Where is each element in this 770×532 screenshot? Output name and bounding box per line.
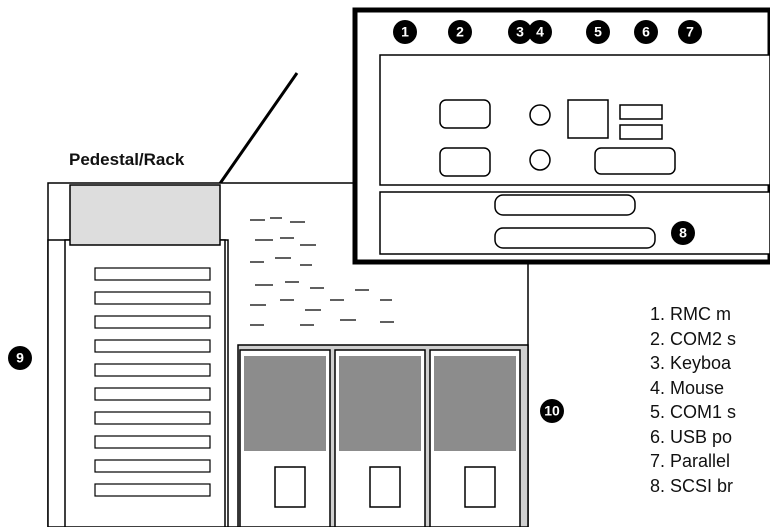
callout-2 bbox=[448, 20, 472, 44]
callout-1 bbox=[393, 20, 417, 44]
callout-9 bbox=[8, 346, 32, 370]
callout-4 bbox=[528, 20, 552, 44]
zoom-panel bbox=[352, 7, 770, 265]
vent-area bbox=[250, 217, 394, 326]
callout-label-3: 3 bbox=[516, 24, 524, 40]
callout-5 bbox=[586, 20, 610, 44]
callouts bbox=[8, 20, 702, 423]
legend-item: 7. Parallel bbox=[650, 451, 731, 471]
callout-label-1: 1 bbox=[401, 24, 409, 40]
power-supplies bbox=[239, 349, 521, 528]
legend-item: 4. Mouse bbox=[650, 377, 725, 398]
port-legend: 1. RMC m 2. COM2 s 3. Keyboa 4. Mouse 5.… bbox=[650, 302, 736, 498]
callout-7 bbox=[678, 20, 702, 44]
callout-10 bbox=[540, 399, 564, 423]
callout-label-9: 9 bbox=[16, 350, 24, 366]
legend-item: 1. RMC m bbox=[650, 304, 731, 324]
legend-item: 2. COM2 s bbox=[650, 328, 737, 349]
legend-item: 3. Keyboa bbox=[650, 353, 732, 373]
callout-label-7: 7 bbox=[686, 24, 694, 40]
legend-item: 8. SCSI br bbox=[650, 475, 734, 496]
callout-label-5: 5 bbox=[594, 24, 602, 40]
pci-slots bbox=[94, 267, 211, 497]
callout-label-4: 4 bbox=[536, 24, 544, 40]
callout-8 bbox=[671, 221, 695, 245]
diagram-title: Pedestal/Rack bbox=[69, 150, 185, 169]
legend-item: 6. USB po bbox=[650, 426, 733, 447]
callout-6 bbox=[634, 20, 658, 44]
callout-label-8: 8 bbox=[679, 225, 687, 241]
legend-item: 5. COM1 s bbox=[650, 402, 737, 422]
callout-label-10: 10 bbox=[544, 403, 560, 419]
callout-3 bbox=[508, 20, 532, 44]
callout-label-6: 6 bbox=[642, 24, 650, 40]
callout-label-2: 2 bbox=[456, 24, 464, 40]
